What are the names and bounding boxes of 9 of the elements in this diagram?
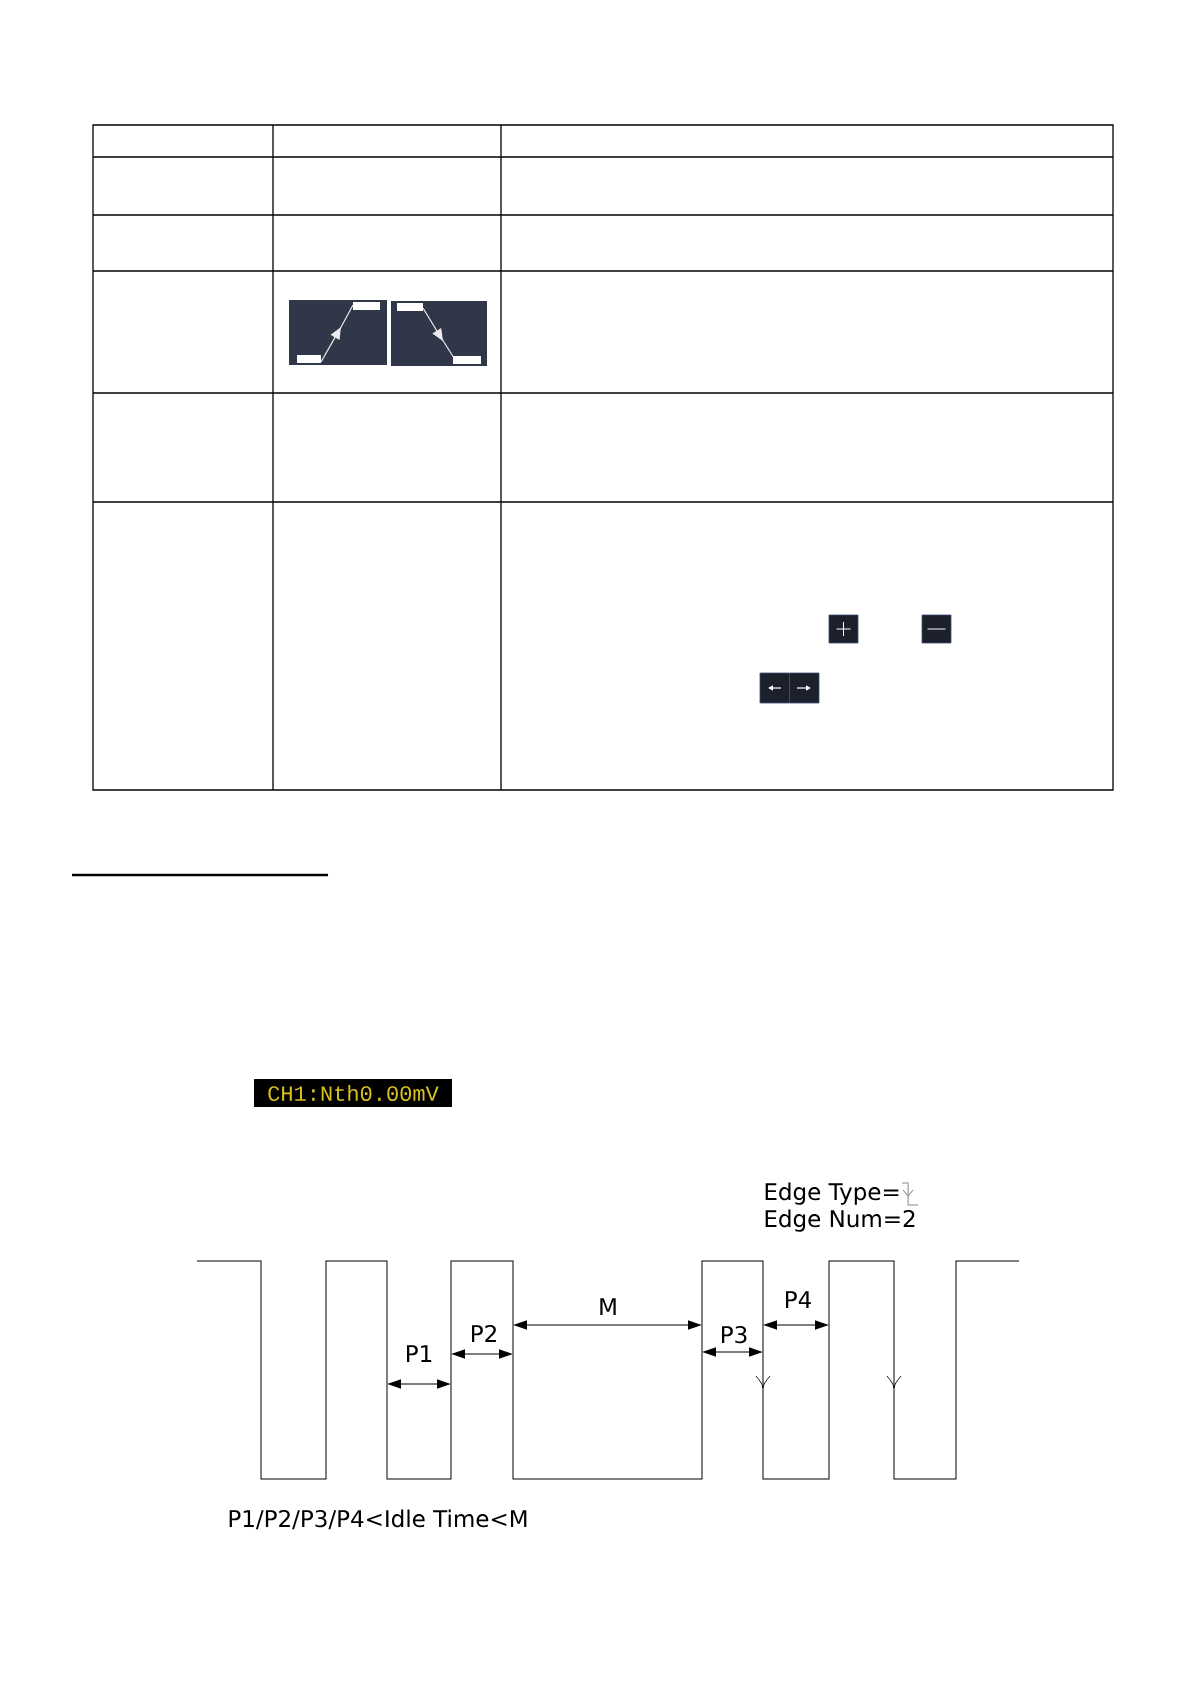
dimension-label: P2 bbox=[472, 1324, 496, 1342]
screen-readout: CH1:Nth0.00mV bbox=[254, 1079, 452, 1107]
edge-count-text: Edge Num=2 bbox=[765, 1209, 915, 1232]
edge-type-text: Edge Type= bbox=[765, 1182, 899, 1205]
condition-text: P1/P2/P3/P4<Idle Time<M bbox=[229, 1509, 527, 1530]
dimension-label: P4 bbox=[786, 1291, 811, 1308]
dimension-label: M bbox=[600, 1298, 616, 1315]
dimension-label: P1 bbox=[407, 1345, 432, 1362]
dimension-label: P3 bbox=[722, 1325, 747, 1344]
